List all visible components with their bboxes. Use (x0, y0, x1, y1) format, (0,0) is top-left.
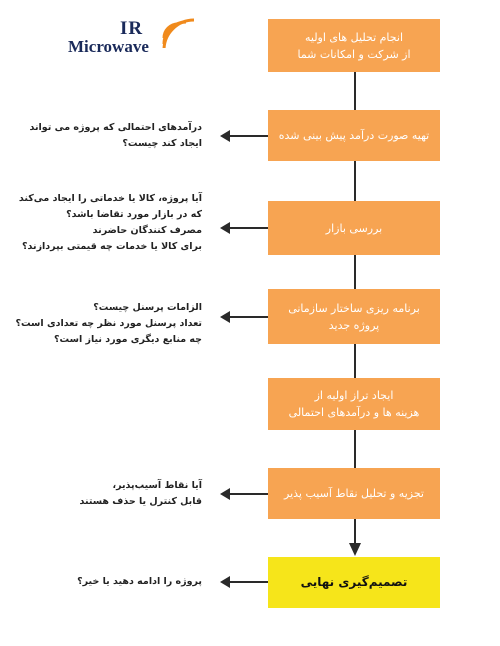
connector-6-7 (354, 519, 356, 547)
step-final-decision: تصمیم‌گیری نهایی (268, 557, 440, 608)
question-line: تعداد پرسنل مورد نظر چه تعدادی است؟ (15, 318, 202, 329)
question-line: الزامات پرسنل چیست؟ (93, 302, 202, 313)
question-line: چه منابع دیگری مورد نیاز است؟ (54, 334, 202, 345)
step-label: تجزیه و تحلیل نقاط آسیب پذیر (284, 487, 424, 500)
question-line: درآمدهای احتمالی که پروژه می تواند (29, 122, 202, 133)
logo-text-ir: IR (120, 18, 144, 39)
question-line: که در بازار مورد تقاضا باشد؟ (66, 209, 202, 220)
step-label: هزینه ها و درآمدهای احتمالی (288, 406, 420, 419)
question-note-personnel: الزامات پرسنل چیست؟ تعداد پرسنل مورد نظر… (15, 300, 202, 348)
question-note-vulnerability: آیا نقاط آسیب‌پذیر، قابل کنترل یا حذف هس… (80, 478, 203, 510)
logo-text-microwave: Microwave (68, 37, 149, 56)
connector-5-6 (354, 430, 356, 468)
question-line: آیا نقاط آسیب‌پذیر، (112, 480, 202, 491)
step-label: بررسی بازار (325, 221, 383, 235)
step-label: از شرکت و امکانات شما (297, 47, 411, 61)
question-line: مصرف کنندگان حاضرند (92, 225, 202, 236)
step-label: ایجاد تراز اولیه از (314, 389, 394, 402)
question-line: پروژه را ادامه دهید یا خیر؟ (77, 576, 202, 587)
question-line: قابل کنترل یا حذف هستند (79, 496, 203, 507)
logo: IR Microwave (68, 18, 208, 60)
connector-3-4 (354, 255, 356, 289)
step-label: تهیه صورت درآمد پیش بینی شده (278, 129, 430, 142)
down-arrow-head (349, 543, 361, 556)
step-label: انجام تحلیل های اولیه (304, 30, 404, 44)
step-label: برنامه ریزی ساختار سازمانی (288, 301, 420, 315)
question-line: ایجاد کند چیست؟ (122, 138, 202, 149)
connector-2-3 (354, 161, 356, 201)
step-market-research: بررسی بازار (268, 201, 440, 255)
step-income-statement: تهیه صورت درآمد پیش بینی شده (268, 110, 440, 161)
connector-1-2 (354, 72, 356, 110)
signal-waves-icon (162, 18, 195, 48)
step-label: پروژه جدید (328, 318, 380, 332)
question-note-income: درآمدهای احتمالی که پروژه می تواند ایجاد… (29, 120, 202, 152)
question-line: آیا پروژه، کالا یا خدماتی را ایجاد می‌کن… (18, 193, 202, 204)
question-note-market: آیا پروژه، کالا یا خدماتی را ایجاد می‌کن… (19, 191, 202, 255)
connector-4-5 (354, 344, 356, 378)
question-line: برای کالا یا خدمات چه قیمتی بپردازند؟ (22, 241, 202, 252)
question-note-decision: پروژه را ادامه دهید یا خیر؟ (77, 574, 202, 590)
step-vulnerability-analysis: تجزیه و تحلیل نقاط آسیب پذیر (268, 468, 440, 519)
step-initial-analysis: انجام تحلیل های اولیه از شرکت و امکانات … (268, 19, 440, 72)
step-org-structure: برنامه ریزی ساختار سازمانی پروژه جدید (268, 289, 440, 344)
step-label: تصمیم‌گیری نهایی (300, 575, 408, 589)
step-initial-balance: ایجاد تراز اولیه از هزینه ها و درآمدهای … (268, 378, 440, 430)
